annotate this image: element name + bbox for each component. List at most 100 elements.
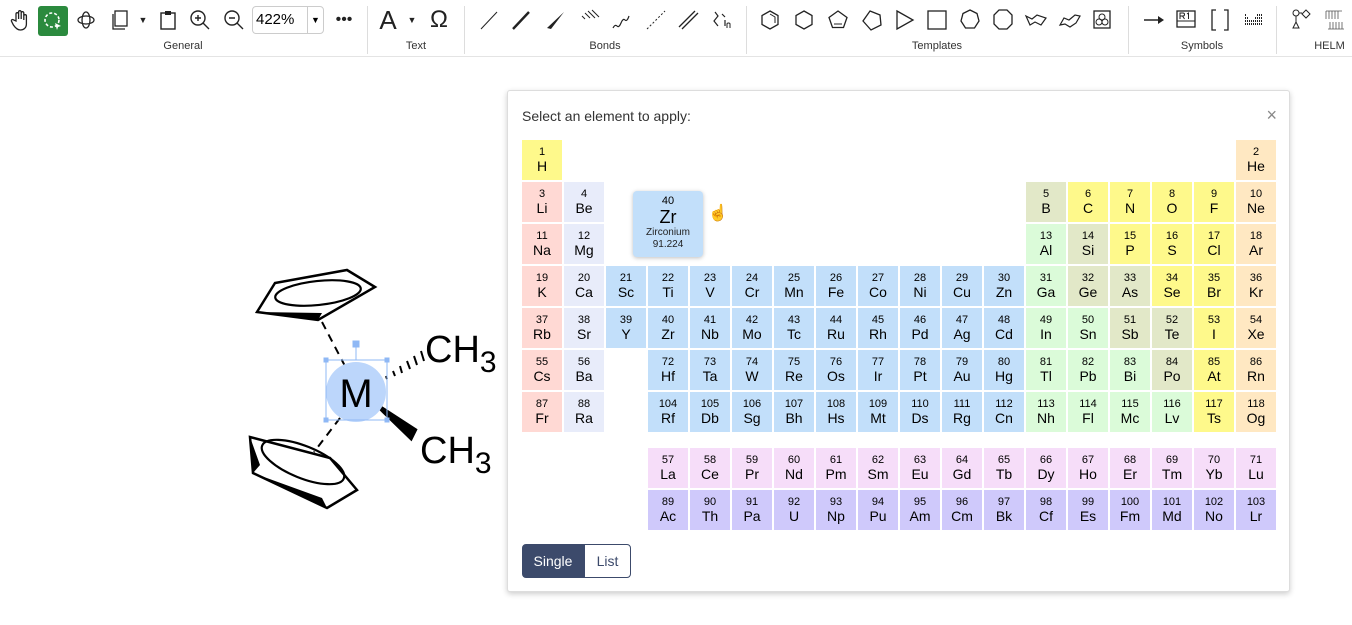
benzene-template-icon[interactable] <box>756 6 784 34</box>
r-group-icon[interactable] <box>1172 6 1200 34</box>
cyclobutane-template-icon[interactable] <box>923 6 951 34</box>
zoom-in-icon[interactable] <box>186 6 214 34</box>
cyclopentane-template-icon[interactable] <box>858 6 886 34</box>
chevron-down-icon[interactable]: ▼ <box>307 7 323 33</box>
cyclooctane-template-icon[interactable] <box>989 6 1017 34</box>
molecule-structure[interactable]: M CH3 CH3 <box>0 57 1352 620</box>
cyclopropane-template-icon[interactable] <box>890 6 918 34</box>
special-character-icon[interactable]: Ω <box>430 6 448 33</box>
selection-box[interactable] <box>323 340 390 423</box>
cycloheptane-template-icon[interactable] <box>956 6 984 34</box>
double-bond-icon[interactable] <box>674 6 702 34</box>
rotate-icon[interactable] <box>72 6 100 34</box>
hashed-bond[interactable] <box>385 350 425 380</box>
atom-label-metal[interactable]: M <box>339 372 372 416</box>
helm-sequence-icon[interactable] <box>1320 6 1348 34</box>
wavy-bond-icon[interactable] <box>608 6 636 34</box>
copy-dropdown-icon[interactable]: ▼ <box>138 15 148 25</box>
paste-icon[interactable] <box>154 6 182 34</box>
methyl-label-upper[interactable]: CH3 <box>425 329 497 379</box>
cyclopentadienyl-ring-upper[interactable] <box>254 268 378 322</box>
hand-tool-icon[interactable] <box>6 6 34 34</box>
mode-list-button[interactable]: List <box>584 544 631 578</box>
drawing-canvas[interactable]: M CH3 CH3 <box>0 57 1352 620</box>
copy-icon[interactable] <box>106 6 134 34</box>
bold-bond-icon[interactable] <box>508 6 536 34</box>
zoom-out-icon[interactable] <box>220 6 248 34</box>
polymer-bracket-icon[interactable] <box>708 6 736 34</box>
text-dropdown-icon[interactable]: ▼ <box>407 15 417 25</box>
bold-bond[interactable] <box>376 404 418 442</box>
methyl-label-lower[interactable]: CH3 <box>420 430 492 480</box>
